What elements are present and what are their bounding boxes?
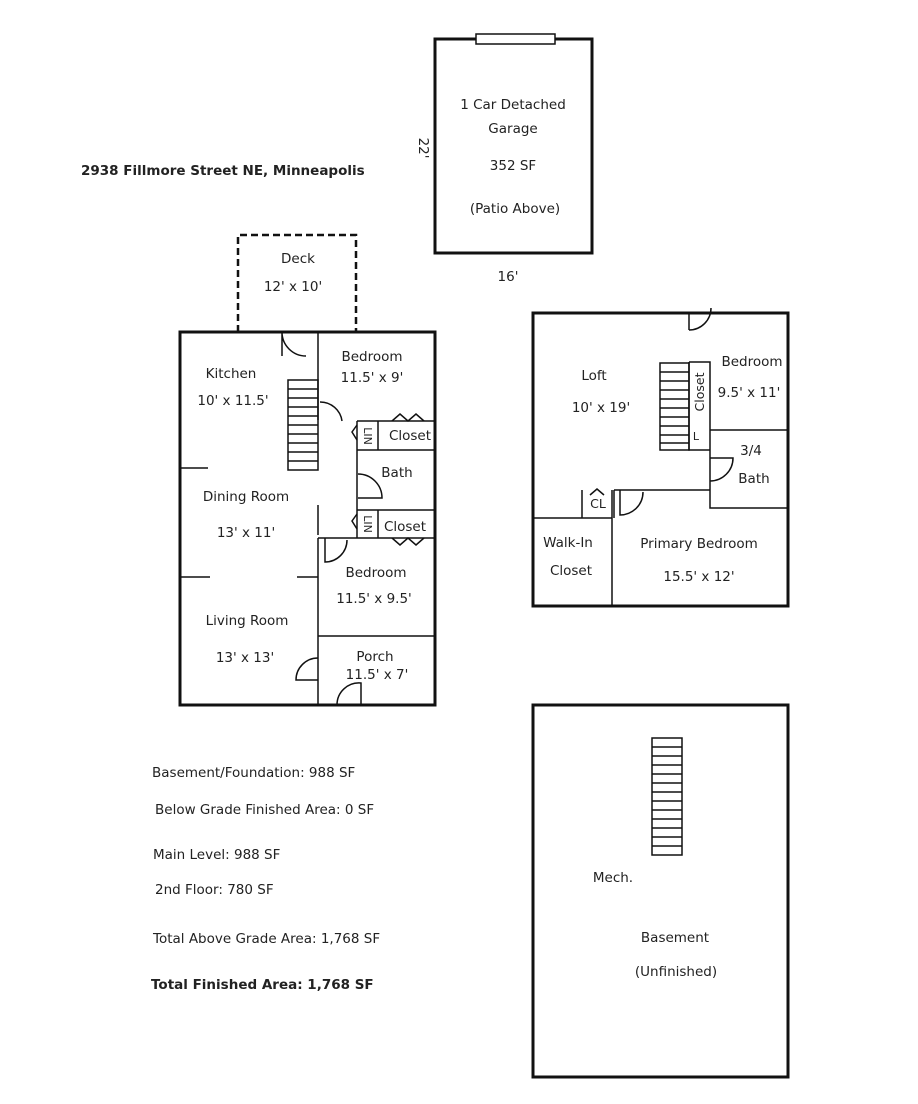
main-floor-closet2-label: Closet <box>384 519 426 535</box>
stairs-icon <box>287 379 319 471</box>
main-floor-living-name-label: Living Room <box>206 613 289 629</box>
area-summary: Basement/Foundation: 988 SF Below Grade … <box>151 765 380 993</box>
main-floor-closet1-label: Closet <box>389 428 431 444</box>
garage: 1 Car Detached Garage 352 SF (Patio Abov… <box>415 33 594 285</box>
main-floor-lin2-label: LIN <box>361 515 374 533</box>
basement-note-label: (Unfinished) <box>635 964 717 980</box>
summary-total-label: Total Finished Area: 1,768 SF <box>151 977 374 993</box>
door-icon <box>619 490 644 516</box>
door-icon <box>688 307 712 331</box>
second-floor: Loft 10' x 19' Bedroom 9.5' x 11' Closet… <box>531 307 790 608</box>
main-floor: Kitchen 10' x 11.5' Bedroom 11.5' x 9' C… <box>178 330 437 707</box>
garage-width: 16' <box>498 269 519 285</box>
door-icon <box>281 331 307 357</box>
second-floor-cl-label: CL <box>590 496 606 511</box>
main-floor-bedroom2-name-label: Bedroom <box>345 565 406 581</box>
basement: Mech. Basement (Unfinished) <box>531 703 790 1079</box>
main-floor-kitchen-name-label: Kitchen <box>206 366 257 382</box>
basement-mech-label: Mech. <box>593 870 633 886</box>
main-floor-bath-label: Bath <box>381 465 412 481</box>
stairs-icon <box>659 362 690 451</box>
door-icon <box>319 401 343 422</box>
garage-label: 1 Car Detached <box>460 97 566 113</box>
second-floor-loft-name-label: Loft <box>581 368 606 384</box>
bifold-door-icon <box>589 488 605 496</box>
basement-name-label: Basement <box>641 930 709 946</box>
summary-second-label: 2nd Floor: 780 SF <box>155 882 274 898</box>
stairs-icon <box>651 737 683 856</box>
second-floor-primary-size-label: 15.5' x 12' <box>663 569 734 585</box>
second-floor-walkin2-label: Closet <box>550 563 592 579</box>
door-icon <box>324 538 348 563</box>
door-icon <box>709 457 734 482</box>
second-floor-loft-size-label: 10' x 19' <box>572 400 630 416</box>
second-floor-bath1-label: 3/4 <box>740 443 762 459</box>
main-floor-porch-name-label: Porch <box>356 649 393 665</box>
summary-above-grade-label: Total Above Grade Area: 1,768 SF <box>152 931 380 947</box>
deck: Deck 12' x 10' <box>236 233 358 332</box>
garage-area: 352 SF <box>490 158 536 174</box>
door-icon <box>295 657 319 681</box>
summary-main-label: Main Level: 988 SF <box>153 847 280 863</box>
main-floor-dining-size-label: 13' x 11' <box>217 525 275 541</box>
garage-label-2: Garage <box>488 121 537 137</box>
main-floor-bedroom1-size-label: 11.5' x 9' <box>341 370 404 386</box>
bifold-door-icon <box>391 413 425 422</box>
door-icon <box>336 682 362 706</box>
second-floor-closet-label: Closet <box>692 372 707 411</box>
second-floor-bath2-label: Bath <box>738 471 769 487</box>
second-floor-primary-name-label: Primary Bedroom <box>640 536 758 552</box>
bifold-door-icon <box>351 513 358 530</box>
main-floor-dining-name-label: Dining Room <box>203 489 289 505</box>
main-floor-lin1-label: LIN <box>361 427 374 445</box>
second-floor-bedroom-size-label: 9.5' x 11' <box>718 385 781 401</box>
main-floor-kitchen-size-label: 10' x 11.5' <box>197 393 268 409</box>
deck-size-label: 12' x 10' <box>264 279 322 295</box>
address-title: 2938 Fillmore Street NE, Minneapolis <box>81 163 365 179</box>
main-floor-living-size-label: 13' x 13' <box>216 650 274 666</box>
bifold-door-icon <box>391 537 425 546</box>
garage-depth: 22' <box>415 138 431 159</box>
main-floor-porch-size-label: 11.5' x 7' <box>346 667 409 683</box>
bifold-door-icon <box>351 424 358 441</box>
deck-name-label: Deck <box>281 251 315 267</box>
main-floor-bedroom2-size-label: 11.5' x 9.5' <box>336 591 412 607</box>
garage-note: (Patio Above) <box>470 201 560 217</box>
door-icon <box>357 473 383 499</box>
summary-below-grade-label: Below Grade Finished Area: 0 SF <box>155 802 374 818</box>
second-floor-l-label: L <box>693 430 700 443</box>
garage-window <box>475 33 556 45</box>
second-floor-bedroom-name-label: Bedroom <box>721 354 782 370</box>
summary-basement-label: Basement/Foundation: 988 SF <box>152 765 355 781</box>
main-floor-bedroom1-name-label: Bedroom <box>341 349 402 365</box>
second-floor-walkin1-label: Walk-In <box>543 535 593 551</box>
